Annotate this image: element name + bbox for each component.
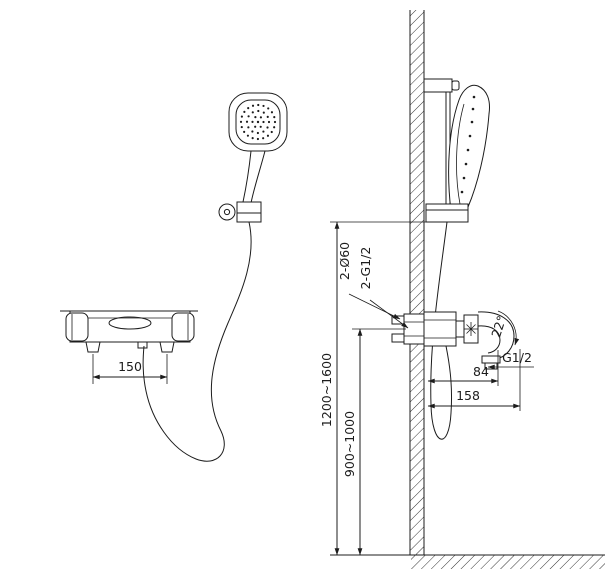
dim-slide-bar-height-label: 1200~1600 — [319, 353, 334, 427]
dim-handle-spacing: 150 — [92, 354, 168, 384]
waterfall-spout-slot — [108, 316, 152, 330]
right-inlet-leg — [159, 341, 175, 353]
front-shower-head — [228, 92, 288, 152]
front-view: 150 — [60, 92, 288, 462]
front-mixer — [60, 310, 198, 353]
front-hose — [142, 221, 252, 462]
floor — [330, 554, 605, 569]
dim-spout-angle: 22° — [488, 310, 520, 346]
dim-wall-to-outlet: 84 — [427, 350, 499, 386]
hand-shower-side — [448, 84, 490, 215]
front-shower-handle — [242, 150, 266, 204]
dim-outlet-thread-label: G1/2 — [502, 350, 532, 365]
side-holder — [425, 203, 469, 223]
angle-arc — [497, 310, 520, 346]
side-view: 22° G1/2 84 158 1200~1600 900~1000 — [319, 78, 534, 556]
dim-inlet-thread-label: 2-G1/2 — [358, 247, 373, 290]
spout-outlet-flange — [481, 355, 501, 364]
dim-mixer-height-label: 900~1000 — [342, 411, 357, 477]
slide-bar-top-bracket — [423, 78, 453, 93]
mixer-body — [423, 311, 457, 347]
wall-section — [409, 10, 425, 555]
mixer-neck — [455, 320, 465, 338]
wall-hatch — [410, 10, 424, 555]
dim-escutcheons: 2-Ø60 — [337, 242, 401, 320]
hose-outlet — [137, 341, 148, 349]
right-handle — [171, 312, 195, 342]
side-mixer — [391, 311, 515, 370]
dim-handle-spacing-label: 150 — [118, 359, 142, 374]
front-shower-holder — [218, 201, 262, 223]
escutcheon — [403, 313, 425, 345]
dim-mixer-height: 900~1000 — [342, 328, 406, 556]
dim-wall-to-outlet-label: 84 — [473, 364, 489, 379]
dim-inlet-thread: 2-G1/2 — [358, 247, 409, 329]
left-inlet-leg — [85, 341, 101, 353]
dim-escutcheons-label: 2-Ø60 — [337, 242, 352, 280]
dim-slide-bar-height: 1200~1600 — [319, 221, 430, 556]
left-handle — [65, 312, 89, 342]
bracket-knob — [451, 80, 460, 91]
dim-outlet-thread: G1/2 — [487, 350, 534, 370]
dim-wall-to-spout-tip-label: 158 — [456, 388, 480, 403]
dim-wall-to-spout-tip: 158 — [427, 349, 521, 411]
inlet-stub-bottom — [391, 333, 405, 343]
diverter-cross-icon — [464, 322, 478, 336]
floor-hatch — [411, 555, 605, 569]
dim-spout-angle-label: 22° — [488, 314, 509, 340]
